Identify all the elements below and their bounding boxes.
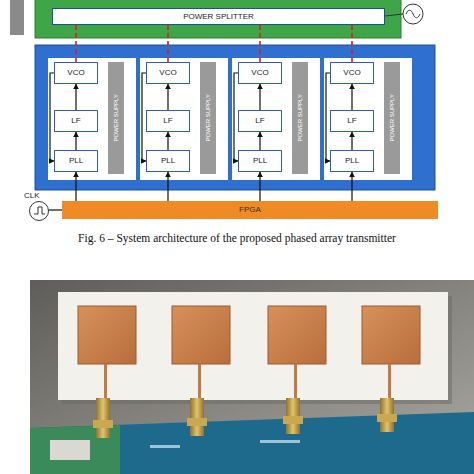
power-supply-bar: POWER SUPPLY bbox=[200, 62, 216, 174]
signal-arrow bbox=[351, 132, 352, 150]
gray-bar bbox=[10, 0, 24, 35]
node-label: POWER SUPPLY bbox=[297, 94, 303, 142]
signal-arrow bbox=[167, 172, 168, 201]
filter-box: LF bbox=[54, 110, 98, 132]
rf-feed-line bbox=[351, 25, 353, 62]
vco-box: VCO bbox=[146, 62, 190, 84]
signal-arrow bbox=[75, 132, 76, 150]
vco-box: VCO bbox=[330, 62, 374, 84]
node-label: POWER SPLITTER bbox=[183, 13, 254, 21]
signal-arrow bbox=[351, 172, 352, 201]
node-label: PLL bbox=[345, 157, 359, 165]
signal-arrow bbox=[259, 172, 260, 201]
node-label: LF bbox=[71, 117, 80, 125]
antenna-photo bbox=[30, 280, 474, 474]
signal-arrow bbox=[167, 84, 168, 110]
pll-box: PLL bbox=[238, 150, 282, 172]
node-label: LF bbox=[255, 117, 264, 125]
channel-block bbox=[48, 58, 136, 180]
signal-arrow bbox=[75, 84, 76, 110]
rf-source bbox=[403, 4, 423, 24]
node-label: POWER SUPPLY bbox=[205, 94, 211, 142]
node-label: LF bbox=[163, 117, 172, 125]
pll-box: PLL bbox=[146, 150, 190, 172]
rf-feed-line bbox=[75, 25, 77, 62]
node-label: VCO bbox=[251, 69, 268, 77]
filter-box: LF bbox=[330, 110, 374, 132]
node-label: CLK bbox=[24, 192, 40, 200]
signal-arrow bbox=[75, 172, 76, 201]
pll-box: PLL bbox=[330, 150, 374, 172]
filter-box: LF bbox=[146, 110, 190, 132]
channel-block bbox=[140, 58, 228, 180]
node-label: PLL bbox=[161, 157, 175, 165]
channel-block bbox=[232, 58, 320, 180]
node-label: PLL bbox=[253, 157, 267, 165]
pll-box: PLL bbox=[54, 150, 98, 172]
node-label: LF bbox=[347, 117, 356, 125]
node-label: VCO bbox=[67, 69, 84, 77]
fpga-bar: FPGA bbox=[62, 201, 438, 219]
source-wire bbox=[385, 14, 403, 16]
sine-symbol bbox=[406, 10, 420, 18]
clock-circle: CLK bbox=[29, 201, 49, 221]
vco-box: VCO bbox=[238, 62, 282, 84]
filter-box: LF bbox=[238, 110, 282, 132]
vco-box: VCO bbox=[54, 62, 98, 84]
pll-band bbox=[35, 45, 435, 190]
signal-arrow bbox=[167, 132, 168, 150]
node-label: VCO bbox=[343, 69, 360, 77]
rf-feed-line bbox=[167, 25, 169, 62]
clock-symbol bbox=[30, 202, 48, 220]
splitter-box: POWER SPLITTER bbox=[52, 8, 385, 25]
node-label: FPGA bbox=[239, 206, 261, 214]
signal-arrow bbox=[259, 132, 260, 150]
rf-feed-line bbox=[259, 25, 261, 62]
splitter-band bbox=[35, 0, 401, 38]
power-supply-bar: POWER SUPPLY bbox=[292, 62, 308, 174]
channel-block bbox=[324, 58, 412, 180]
node-label: POWER SUPPLY bbox=[113, 94, 119, 142]
signal-arrow bbox=[259, 84, 260, 110]
node-label: POWER SUPPLY bbox=[389, 94, 395, 142]
signal-arrow bbox=[49, 209, 62, 210]
node-label: PLL bbox=[69, 157, 83, 165]
power-supply-bar: POWER SUPPLY bbox=[384, 62, 400, 174]
figure-caption: Fig. 6 – System architecture of the prop… bbox=[0, 232, 474, 244]
power-supply-bar: POWER SUPPLY bbox=[108, 62, 124, 174]
signal-arrow bbox=[351, 84, 352, 110]
node-label: VCO bbox=[159, 69, 176, 77]
